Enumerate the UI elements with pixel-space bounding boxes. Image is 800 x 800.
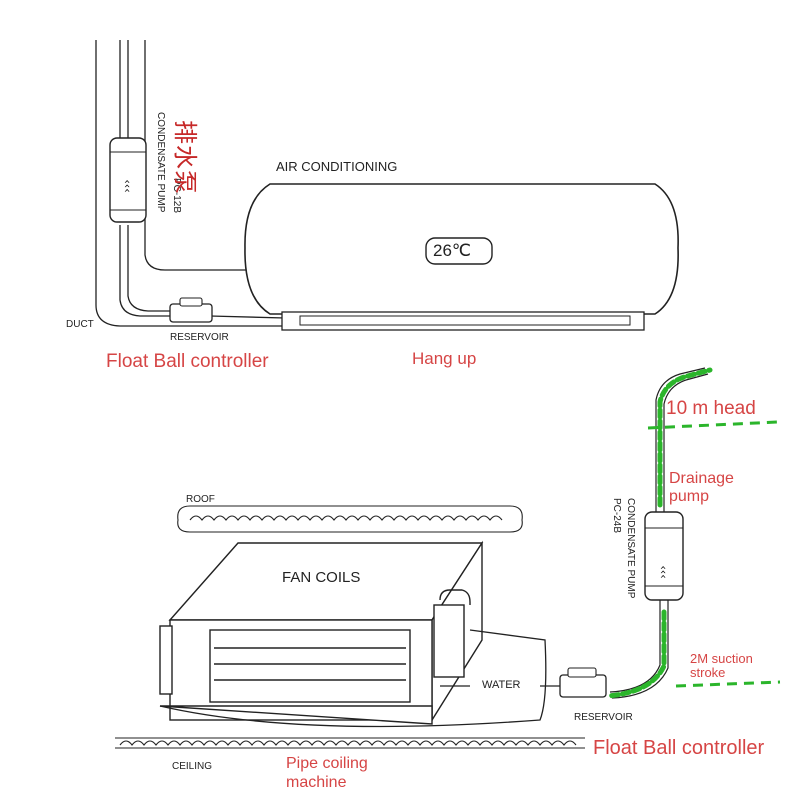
suction-label-line1: 2M suction [690,651,753,666]
pipe-label-line2: machine [286,774,347,791]
top-float-ball-label: Float Ball controller [106,351,269,372]
head-label: 10 m head [666,398,756,419]
chevron-arrows-icon: ‹‹‹ [657,565,670,578]
bottom-reservoir [559,667,607,698]
suction-label-line2: stroke [690,665,726,680]
bottom-float-ball-label: Float Ball controller [593,737,765,759]
bottom-reservoir-label: RESERVOIR [574,712,633,723]
ceiling-scallops [115,737,585,749]
ac-label: AIR CONDITIONING [276,159,398,174]
green-head-guide [647,420,781,688]
top-pump-label: CONDENSATE PUMP [155,112,166,213]
water-label: WATER [482,679,521,691]
bottom-pump-pipes [609,367,709,699]
fan-coil-unit [159,540,484,725]
top-reservoir [169,297,213,323]
chevron-arrows-icon: ‹‹‹ [121,179,134,192]
green-highlight-pipes [605,367,713,699]
duct-label: DUCT [66,319,94,330]
air-conditioning-unit [244,183,679,331]
bottom-condensate-pump: ‹‹‹ [644,511,684,601]
top-reservoir-label: RESERVOIR [170,332,229,343]
bottom-pump-label: CONDENSATE PUMP [625,498,636,599]
hang-up-label: Hang up [412,349,477,368]
bottom-pump-model: PC-24B [611,498,622,534]
chinese-pump-label: 排水泵 [171,120,199,195]
pipe-label-line1: Pipe coiling [286,755,368,772]
temperature-readout: 26℃ [433,241,472,260]
roof-label: ROOF [186,494,215,505]
roof-scallops [177,505,523,533]
duct-pipes [95,40,286,327]
ceiling-label: CEILING [172,761,213,772]
fan-coils-label: FAN COILS [282,569,361,586]
drainage-label-line2: pump [669,488,710,505]
top-condensate-pump: ‹‹‹ [109,137,147,223]
drainage-label-line1: Drainage [669,470,734,487]
